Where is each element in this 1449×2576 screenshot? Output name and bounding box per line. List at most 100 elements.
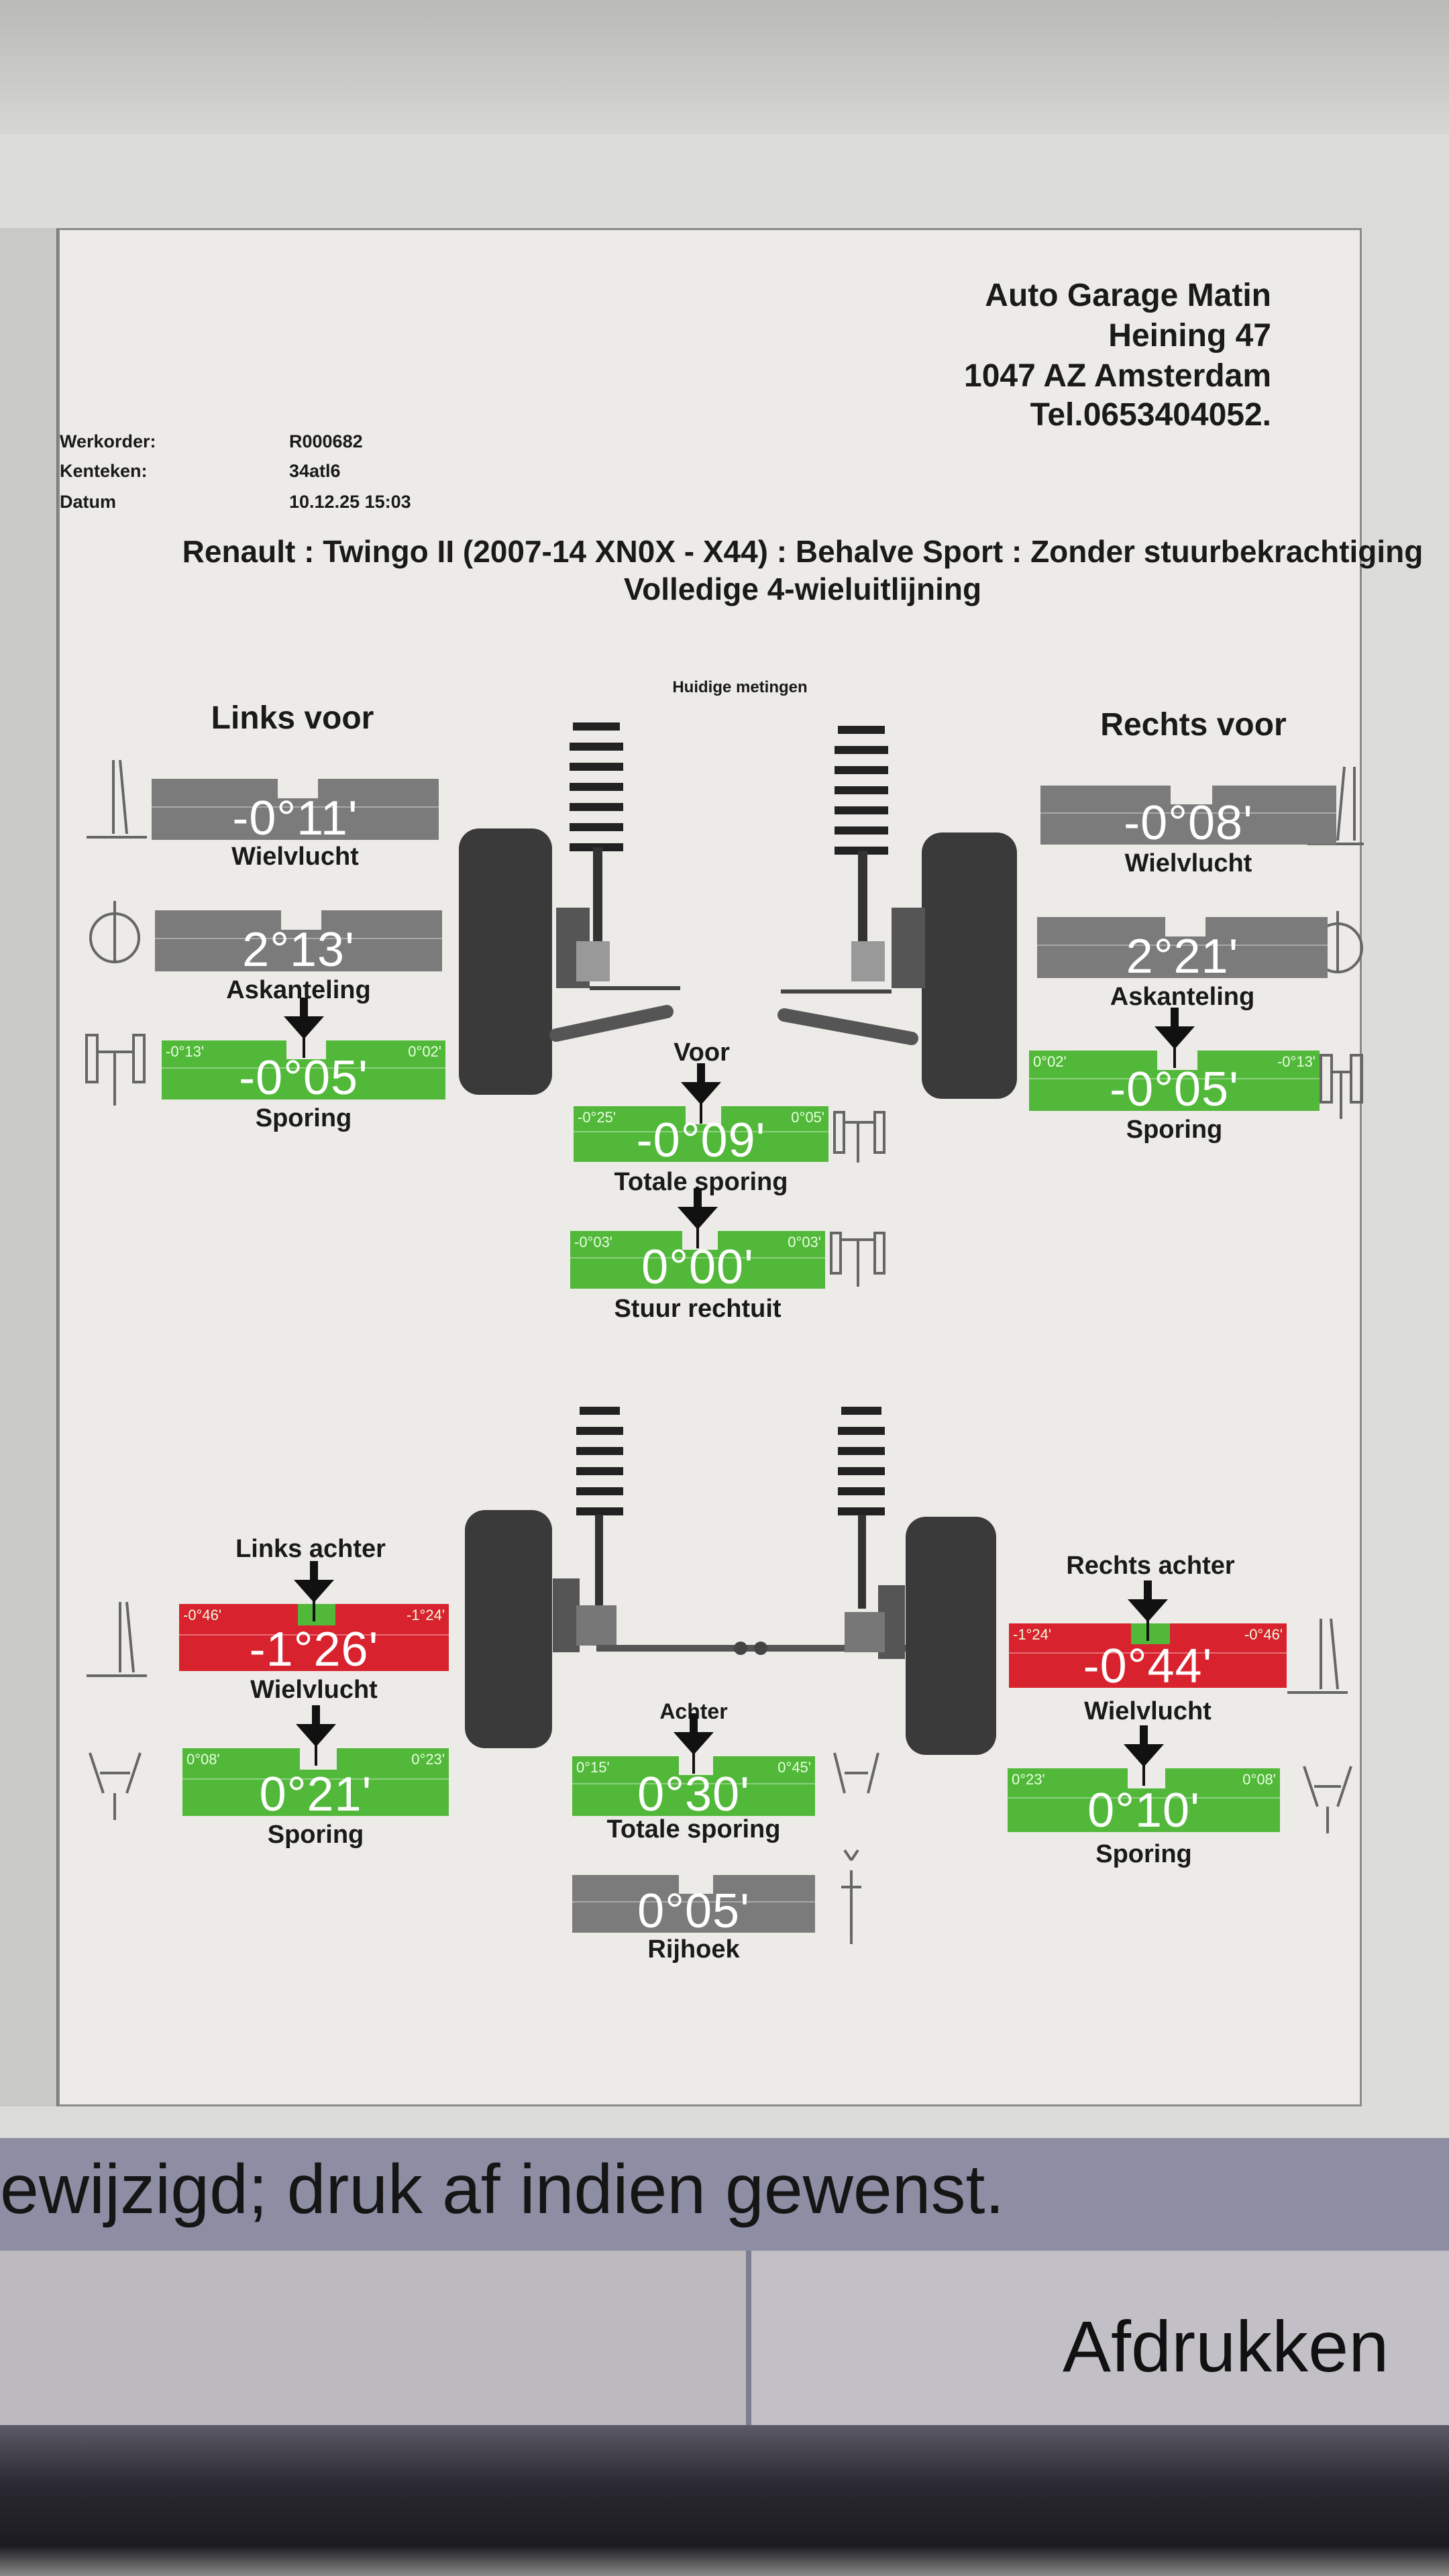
werkorder-value: R000682 bbox=[289, 431, 363, 451]
gauge-max-tolerance: 0°05' bbox=[791, 1109, 824, 1126]
datum-value: 10.12.25 15:03 bbox=[289, 492, 411, 512]
gauge-value: -0°05' bbox=[239, 1051, 368, 1105]
gauge-target-notch bbox=[679, 1875, 713, 1894]
gauge-min-tolerance: -0°25' bbox=[578, 1109, 616, 1126]
garage-city: 1047 AZ Amsterdam bbox=[964, 358, 1271, 394]
gauge-target-notch bbox=[299, 1748, 337, 1770]
gauge-value: -0°08' bbox=[1124, 796, 1253, 850]
garage-street: Heining 47 bbox=[1108, 318, 1271, 354]
lv-sporing-label: Sporing bbox=[255, 1104, 352, 1132]
gauge-scale-line bbox=[572, 1783, 815, 1785]
gauge-target-notch bbox=[1131, 1623, 1171, 1644]
gauge-target-notch bbox=[1165, 917, 1206, 937]
gauge-target-notch bbox=[278, 779, 319, 799]
achter-totale-sporing-label: Totale sporing bbox=[606, 1815, 781, 1843]
thrust-angle-icon bbox=[841, 1849, 861, 1944]
lv-wielvlucht-label: Wielvlucht bbox=[231, 843, 359, 871]
left-button[interactable] bbox=[0, 2251, 751, 2425]
steering-icon bbox=[830, 1232, 885, 1287]
rear-left-wheel-icon bbox=[465, 1407, 623, 1748]
monitor-bezel-top bbox=[0, 0, 1449, 134]
gauge-min-tolerance: 0°23' bbox=[1012, 1771, 1045, 1788]
gauge-min-tolerance: 0°15' bbox=[576, 1759, 610, 1776]
ra-wielvlucht-label: Wielvlucht bbox=[1084, 1697, 1212, 1725]
toe-icon bbox=[1320, 1054, 1363, 1119]
status-bar: ewijzigd; druk af indien gewenst. bbox=[0, 2138, 1449, 2251]
garage-phone: Tel.0653404052. bbox=[1030, 397, 1271, 433]
rv-sporing-gauge: 0°02' -0°13' -0°05' bbox=[1029, 1051, 1320, 1116]
gauge-max-tolerance: 0°23' bbox=[411, 1751, 445, 1768]
rv-askanteling-label: Askanteling bbox=[1110, 983, 1255, 1011]
gauge-scale-line bbox=[1029, 1077, 1320, 1079]
gauge-min-tolerance: -0°13' bbox=[166, 1043, 205, 1060]
gauge-target-notch bbox=[286, 1040, 327, 1060]
gauge-scale-line bbox=[1037, 944, 1328, 946]
gauge-target-notch bbox=[1157, 1051, 1198, 1070]
datum-label: Datum bbox=[60, 492, 117, 512]
gauge-value: -0°44' bbox=[1083, 1640, 1213, 1693]
section-label: Huidige metingen bbox=[672, 678, 808, 696]
gauge-max-tolerance: -0°46' bbox=[1244, 1626, 1283, 1643]
rv-wielvlucht-gauge: -0°08' bbox=[1040, 786, 1336, 850]
garage-name: Auto Garage Matin bbox=[985, 278, 1271, 313]
la-wielvlucht-gauge: -0°46' -1°24' -1°26' bbox=[179, 1604, 449, 1676]
lv-sporing-gauge: -0°13' 0°02' -0°05' bbox=[162, 1040, 445, 1105]
werkorder-label: Werkorder: bbox=[60, 431, 156, 451]
rear-right-wheel-icon bbox=[838, 1407, 996, 1755]
status-message: ewijzigd; druk af indien gewenst. bbox=[0, 2151, 1005, 2229]
gauge-min-tolerance: -0°46' bbox=[183, 1607, 222, 1623]
gauge-scale-line bbox=[162, 1067, 445, 1069]
front-left-wheel-icon bbox=[459, 722, 680, 1095]
toe-icon bbox=[89, 1752, 142, 1820]
camber-icon bbox=[87, 1601, 147, 1677]
camber-icon bbox=[87, 759, 147, 839]
gauge-target-notch bbox=[682, 1231, 718, 1250]
rv-sporing-label: Sporing bbox=[1126, 1116, 1223, 1144]
front-right-wheel-icon bbox=[777, 726, 1017, 1099]
gauge-scale-line bbox=[152, 806, 439, 808]
kenteken-value: 34atl6 bbox=[289, 461, 341, 481]
toe-icon bbox=[1303, 1766, 1352, 1833]
left-panel bbox=[0, 228, 58, 2106]
gauge-scale-line bbox=[1008, 1796, 1280, 1799]
gauge-value: 0°21' bbox=[259, 1768, 372, 1821]
ra-wielvlucht-gauge: -1°24'-0°46'-0°44' bbox=[1009, 1623, 1287, 1693]
header-links-achter: Links achter bbox=[235, 1535, 386, 1563]
gauge-value: -0°05' bbox=[1110, 1063, 1239, 1116]
gauge-value: 2°21' bbox=[1126, 930, 1239, 983]
header-rechts-achter: Rechts achter bbox=[1066, 1552, 1235, 1580]
print-button[interactable]: Afdrukken bbox=[751, 2251, 1449, 2425]
gauge-target-notch bbox=[297, 1604, 336, 1625]
kenteken-label: Kenteken: bbox=[60, 461, 148, 481]
gauge-target-notch bbox=[1171, 786, 1212, 805]
gauge-min-tolerance: 0°02' bbox=[1033, 1053, 1067, 1070]
header-rechts-voor: Rechts voor bbox=[1100, 707, 1287, 743]
camber-icon bbox=[1287, 1618, 1348, 1694]
achter-totale-sporing-gauge: 0°15'0°45'0°30' bbox=[572, 1756, 815, 1819]
total-toe-icon bbox=[833, 1111, 885, 1163]
stuur-rechtuit-label: Stuur rechtuit bbox=[614, 1295, 782, 1323]
gauge-max-tolerance: 0°02' bbox=[408, 1043, 441, 1060]
gauge-scale-line bbox=[572, 1900, 815, 1902]
gauge-max-tolerance: -1°24' bbox=[406, 1607, 445, 1623]
gauge-max-tolerance: -0°13' bbox=[1277, 1053, 1316, 1070]
gauge-value: -0°09' bbox=[636, 1114, 766, 1167]
la-wielvlucht-label: Wielvlucht bbox=[250, 1676, 378, 1704]
total-toe-icon bbox=[833, 1752, 879, 1794]
gauge-min-tolerance: -0°03' bbox=[574, 1234, 613, 1250]
print-button-label: Afdrukken bbox=[1063, 2306, 1389, 2387]
caster-icon bbox=[89, 901, 140, 963]
gauge-max-tolerance: 0°03' bbox=[788, 1234, 821, 1250]
lv-askanteling-label: Askanteling bbox=[226, 976, 371, 1004]
gauge-value: 0°05' bbox=[637, 1884, 750, 1938]
gauge-target-notch bbox=[679, 1756, 713, 1776]
gauge-scale-line bbox=[155, 937, 442, 939]
gauge-target-notch bbox=[281, 910, 322, 930]
suspension-diagram bbox=[85, 722, 1364, 1944]
la-sporing-label: Sporing bbox=[267, 1821, 364, 1849]
gauge-value: -1°26' bbox=[249, 1623, 379, 1676]
gauge-scale-line bbox=[574, 1131, 828, 1133]
gauge-scale-line bbox=[1009, 1652, 1287, 1654]
gauge-value: 0°10' bbox=[1087, 1784, 1200, 1837]
gauge-scale-line bbox=[179, 1634, 449, 1635]
